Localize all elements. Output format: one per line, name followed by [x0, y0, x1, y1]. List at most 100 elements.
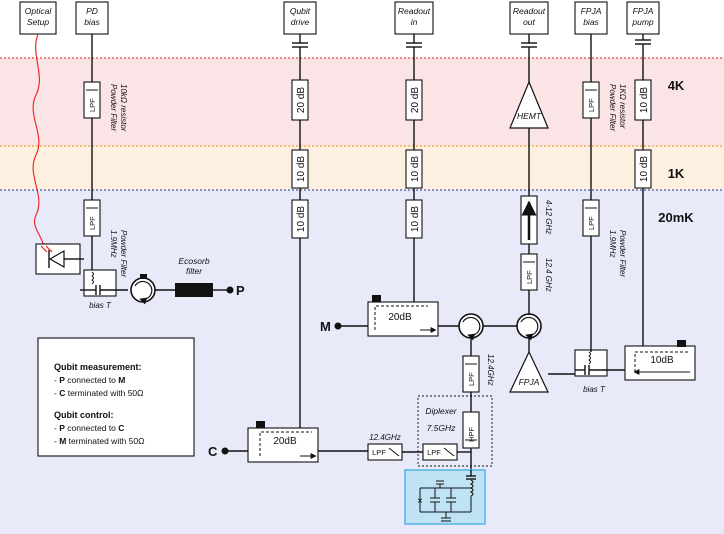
- inductor-icon: [91, 271, 94, 285]
- svg-text:10dB: 10dB: [650, 355, 674, 366]
- svg-text:LPF: LPF: [467, 372, 476, 386]
- fpja-assembly: FPJA bias T 10dB: [509, 340, 696, 394]
- coupler-c-assembly: 20dB C LPF 12.4GHz: [208, 421, 423, 463]
- qubit-chip: ×: [404, 469, 486, 525]
- coupler-m: [367, 301, 439, 337]
- svg-text:PD: PD: [86, 6, 98, 16]
- svg-text:1.9MHz: 1.9MHz: [608, 230, 617, 258]
- svg-text:bias: bias: [583, 17, 599, 27]
- svg-text:LPF: LPF: [372, 448, 386, 457]
- svg-text:- M terminated with 50Ω: - M terminated with 50Ω: [54, 436, 144, 446]
- svg-text:LPF: LPF: [88, 98, 97, 112]
- svg-text:out: out: [523, 17, 535, 27]
- bias-t-fpja: [574, 349, 608, 377]
- box-fpja-bias: FPJA bias: [574, 1, 608, 35]
- diplexer-assembly: Diplexer 7.5GHz HPF LPF: [417, 395, 493, 470]
- svg-text:HPF: HPF: [467, 427, 476, 442]
- chip-lpf-column: LPF 12.4GHz: [462, 354, 495, 412]
- coupler-m-assembly: 20dB M: [320, 295, 459, 337]
- legend: Qubit measurement: - P connected to M - …: [37, 337, 195, 457]
- band-1k: [0, 146, 724, 190]
- svg-text:20 dB: 20 dB: [296, 87, 307, 113]
- svg-text:LPF: LPF: [525, 270, 534, 284]
- svg-text:7.5GHz: 7.5GHz: [427, 423, 457, 433]
- port-c-label: C: [208, 444, 218, 459]
- svg-text:4-12 GHz: 4-12 GHz: [544, 200, 553, 234]
- svg-text:filter: filter: [186, 266, 203, 276]
- svg-text:Powder Filter: Powder Filter: [618, 230, 627, 277]
- svg-text:12.4GHz: 12.4GHz: [369, 433, 401, 442]
- svg-text:LPF: LPF: [587, 98, 596, 112]
- optical-fiber: [32, 33, 45, 251]
- fpja-pump-line: 10 dB 10 dB: [634, 34, 652, 345]
- svg-text:FPJA: FPJA: [633, 6, 654, 16]
- svg-text:10 dB: 10 dB: [410, 156, 421, 182]
- svg-text:Optical: Optical: [25, 6, 53, 16]
- svg-text:LPF: LPF: [88, 216, 97, 230]
- svg-text:10 dB: 10 dB: [639, 156, 650, 182]
- label-20mk: 20mK: [658, 210, 694, 225]
- svg-text:pump: pump: [631, 17, 654, 27]
- top-line-boxes: Optical Setup PD bias Qubit drive Readou…: [19, 1, 660, 35]
- svg-text:bias: bias: [84, 17, 100, 27]
- svg-text:FPJA: FPJA: [581, 6, 602, 16]
- box-fpja-pump: FPJA pump: [626, 1, 660, 35]
- svg-text:HEMT: HEMT: [517, 111, 542, 121]
- svg-text:Readout: Readout: [513, 6, 546, 16]
- readout-in-line: 20 dB 10 dB 10 dB: [405, 34, 423, 300]
- readout-out-line: HEMT 4-12 GHz LPF 12.4 GHz: [509, 34, 553, 315]
- svg-text:20dB: 20dB: [388, 312, 412, 323]
- svg-text:drive: drive: [291, 17, 310, 27]
- svg-text:FPJA: FPJA: [519, 377, 540, 387]
- label-4k: 4K: [668, 78, 685, 93]
- svg-text:Powder Filter: Powder Filter: [109, 84, 118, 131]
- svg-text:10 dB: 10 dB: [296, 206, 307, 232]
- legend-box: [37, 337, 195, 457]
- box-optical-setup: Optical Setup: [19, 1, 57, 35]
- josephson-junction: ×: [417, 496, 423, 507]
- svg-text:20dB: 20dB: [273, 436, 297, 447]
- svg-text:10 dB: 10 dB: [296, 156, 307, 182]
- box-pd-bias: PD bias: [75, 1, 109, 35]
- diplexer-box: [417, 395, 493, 467]
- svg-text:Qubit control:: Qubit control:: [54, 410, 114, 420]
- svg-text:10 dB: 10 dB: [639, 87, 650, 113]
- svg-text:1KΩ resistor: 1KΩ resistor: [618, 84, 627, 129]
- svg-text:Readout: Readout: [398, 6, 431, 16]
- svg-text:Diplexer: Diplexer: [425, 406, 457, 416]
- svg-text:10kΩ resistor: 10kΩ resistor: [119, 84, 128, 132]
- box-qubit-drive: Qubit drive: [283, 1, 317, 35]
- svg-text:Powder Filter: Powder Filter: [119, 230, 128, 277]
- svg-text:Setup: Setup: [27, 17, 49, 27]
- svg-text:20 dB: 20 dB: [410, 87, 421, 113]
- port-m-label: M: [320, 319, 331, 334]
- port-p-label: P: [236, 283, 245, 298]
- svg-text:12.4 GHz: 12.4 GHz: [544, 258, 553, 292]
- box-readout-out: Readout out: [509, 1, 549, 35]
- port-c-dot: [221, 447, 229, 455]
- svg-text:Ecosorb: Ecosorb: [178, 256, 209, 266]
- photodiode-assembly: bias T Ecosorb filter P: [35, 243, 245, 310]
- ecosorb-filter: [175, 283, 213, 297]
- svg-text:Qubit measurement:: Qubit measurement:: [54, 362, 142, 372]
- svg-text:LPF: LPF: [427, 448, 441, 457]
- svg-text:Qubit: Qubit: [290, 6, 311, 16]
- box-readout-in: Readout in: [394, 1, 434, 35]
- svg-text:bias T: bias T: [583, 385, 606, 394]
- svg-text:in: in: [411, 17, 418, 27]
- svg-text:Powder Filter: Powder Filter: [608, 84, 617, 131]
- svg-text:10 dB: 10 dB: [410, 206, 421, 232]
- svg-text:- P connected to C: - P connected to C: [54, 423, 124, 433]
- svg-text:1.9MHz: 1.9MHz: [109, 230, 118, 258]
- svg-text:- C terminated with 50Ω: - C terminated with 50Ω: [54, 388, 144, 398]
- fpja-amplifier: [509, 350, 549, 393]
- svg-text:- P connected to M: - P connected to M: [54, 375, 125, 385]
- svg-text:12.4GHz: 12.4GHz: [486, 354, 495, 386]
- port-m-dot: [334, 322, 342, 330]
- band-4k: [0, 58, 724, 146]
- port-p-dot: [226, 286, 234, 294]
- svg-text:LPF: LPF: [587, 216, 596, 230]
- svg-text:bias T: bias T: [89, 301, 112, 310]
- label-1k: 1K: [668, 166, 685, 181]
